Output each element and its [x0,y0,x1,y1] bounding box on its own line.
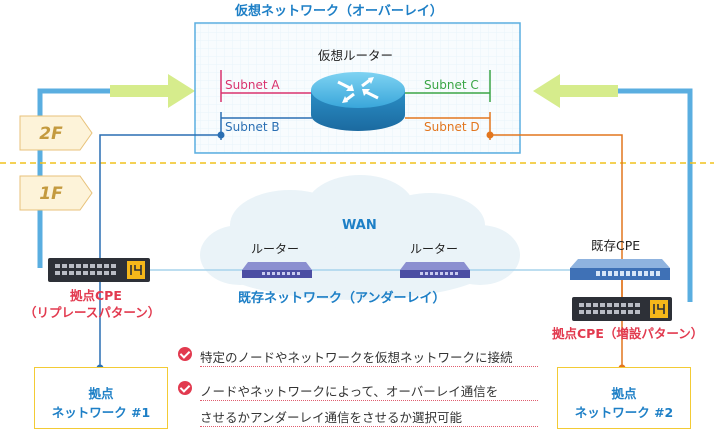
floor-tag-1f-shape [19,175,93,211]
cpe-left-icon [48,258,150,282]
site-network-1-line1: 拠点 [88,386,114,401]
site-network-2-line2: ネットワーク #2 [574,405,674,420]
tunnel-arrow-left [168,74,195,108]
subnet-c-label: Subnet C [424,78,479,92]
floor-tag-1f: 1F [20,176,90,210]
router-left-label: ルーター [251,242,300,256]
site-network-1-line2: ネットワーク #1 [51,405,151,420]
bullet-item-2-underline-1 [200,400,538,401]
router-right-label: ルーター [410,242,459,256]
subnet-c-line [405,70,491,102]
router-left-icon [242,262,312,278]
subnet-a-line [220,70,312,102]
tunnel-arrow-right [533,74,560,108]
wan-label: WAN [342,218,377,233]
check-icon-1 [178,347,192,361]
router-right-icon [400,262,470,278]
cpe-right-icon [572,297,672,321]
wan-cloud [200,175,520,300]
bullet-item-1-underline [200,366,538,367]
virtual-router-icon [311,72,405,131]
tunnel-arrow-right-shaft [558,85,618,97]
bullet-item-2-line2: させるかアンダーレイ通信をさせるか選択可能 [200,410,463,425]
subnet-d-label: Subnet D [424,120,480,134]
tunnel-arrow-left-shaft [110,85,170,97]
floor-tag-2f-shape [19,115,93,151]
site-network-2-line1: 拠点 [611,386,637,401]
cpe-left-label-2: （リプレースパターン） [24,305,161,320]
cpe-left-label-1: 拠点CPE [70,288,122,303]
floor-1f-label: 1F [39,184,63,204]
site-network-2: 拠点 ネットワーク #2 [557,367,691,429]
underlay-title: 既存ネットワーク（アンダーレイ） [238,291,446,306]
floor-tag-2f: 2F [20,116,90,150]
subnet-a-label: Subnet A [225,78,280,92]
bullet-item-2-line1: ノードやネットワークによって、オーバーレイ通信を [200,384,499,399]
existing-cpe-label: 既存CPE [591,238,641,253]
check-icon-2 [178,381,192,395]
overlay-title: 仮想ネットワーク（オーバーレイ） [235,4,443,19]
existing-cpe-icon [570,259,670,280]
floor-2f-label: 2F [39,124,63,144]
subnet-b-line [99,112,312,368]
bullet-item-1: 特定のノードやネットワークを仮想ネットワークに接続 [200,350,513,365]
site-network-1: 拠点 ネットワーク #1 [34,367,168,429]
bullet-item-2-underline-2 [200,426,538,427]
subnet-b-label: Subnet B [225,120,280,134]
virtual-router-label: 仮想ルーター [318,48,394,63]
cpe-right-label: 拠点CPE（増設パターン） [552,326,704,341]
